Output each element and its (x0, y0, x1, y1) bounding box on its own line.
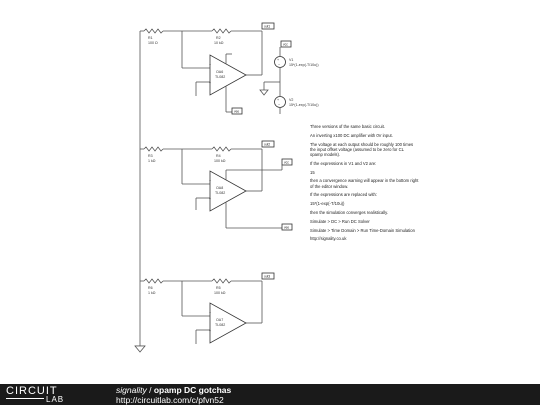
r1-value: 100 Ω (148, 41, 158, 45)
stage-1: R1 100 Ω R2 10 kΩ − + OA6 TL082 out1 vcc… (140, 22, 319, 115)
annotation-text-block: Three versions of the same basic circuit… (310, 124, 510, 245)
note-line: Three versions of the same basic circuit… (310, 124, 385, 129)
resistor-r4[interactable] (211, 146, 232, 152)
net-flag-vee-2[interactable] (281, 223, 293, 231)
resistor-r5[interactable] (211, 278, 232, 284)
r6-label: R6 (148, 286, 153, 290)
voltage-source-v2[interactable] (274, 96, 286, 108)
opamp-minus-sign: − (209, 179, 211, 183)
ground-symbol-supply (259, 82, 269, 96)
net-flag-out2[interactable] (261, 140, 275, 148)
opamp-plus-sign: + (209, 81, 211, 85)
opamp-oa6[interactable] (209, 54, 247, 96)
note-line: 15 (310, 169, 315, 175)
note-line: then the simulation converges realistica… (310, 209, 389, 215)
oa7-model: TL082 (215, 323, 225, 327)
circuit-url[interactable]: http://circuitlab.com/c/pfvn52 (116, 395, 224, 405)
note-line: If the expressions are replaced with: (310, 192, 378, 198)
net-flag-out1[interactable] (261, 22, 275, 30)
out2-label: out2 (264, 143, 270, 147)
author-link[interactable]: signality (116, 385, 147, 395)
footer-bar: CIRCUIT LAB signality / opamp DC gotchas… (0, 384, 540, 405)
vcc-label-2: vcc (284, 161, 289, 165)
resistor-r6[interactable] (143, 278, 164, 284)
opamp-plus-sign: + (209, 197, 211, 201)
r4-value: 100 kΩ (214, 159, 226, 163)
v2-minus: − (278, 103, 280, 107)
opamp-minus-sign: − (209, 311, 211, 315)
vcc-label-1: vcc (283, 43, 288, 47)
logo-top-text: CIRCUIT (6, 385, 58, 397)
voltage-source-v1[interactable] (274, 56, 286, 68)
note-line: Simulate > Time Domain > Run Time-Domain… (310, 227, 415, 233)
opamp-oa7[interactable] (209, 302, 247, 344)
oa7-label: OA7 (216, 318, 223, 322)
note-line: Simulate > DC > Run DC Solver (310, 218, 370, 224)
note-line: If the expressions in V1 and V2 are: (310, 160, 377, 166)
v2-label: V2 (289, 98, 293, 102)
note-line: 15*(1-exp(-T/10u)) (310, 201, 345, 207)
circuitlab-logo[interactable]: CIRCUIT LAB (6, 385, 104, 404)
note-link[interactable]: http://signality.co.uk (310, 236, 347, 242)
net-flag-vcc-2[interactable] (281, 158, 293, 166)
note-line: then a convergence warning will appear i… (310, 178, 419, 189)
note-line: The voltage at each output should be rou… (310, 141, 414, 157)
r2-label: R2 (216, 36, 221, 40)
stage-2: R3 1 kΩ R4 100 kΩ − + OA8 TL082 out2 vcc… (140, 140, 293, 231)
r5-value: 100 kΩ (214, 291, 226, 295)
v1-label: V1 (289, 58, 293, 62)
circuit-title-line: signality / opamp DC gotchas (116, 385, 231, 395)
r3-label: R3 (148, 154, 153, 158)
out3-label: out3 (264, 275, 270, 279)
logo-divider (6, 398, 44, 399)
r4-label: R4 (216, 154, 221, 158)
vee-label-2: vee (284, 226, 289, 230)
opamp-minus-sign: − (209, 63, 211, 67)
opamp-plus-sign: + (209, 329, 211, 333)
v1-expr: 15*(1-exp(-T/10u)) (289, 63, 319, 67)
vee-label-1: vee (234, 110, 239, 114)
oa8-label: OA8 (216, 186, 223, 190)
r6-value: 1 kΩ (148, 291, 156, 295)
ground-symbol (134, 345, 146, 353)
resistor-r3[interactable] (143, 146, 164, 152)
resistor-r2[interactable] (211, 28, 232, 34)
note-line: An inverting x100 DC amplifier with 0V i… (310, 132, 393, 138)
opamp-oa8[interactable] (209, 170, 247, 212)
oa8-model: TL082 (215, 191, 225, 195)
r3-value: 1 kΩ (148, 159, 156, 163)
r5-label: R5 (216, 286, 221, 290)
schematic-canvas: R1 100 Ω R2 10 kΩ − + OA6 TL082 out1 vcc… (134, 22, 319, 353)
net-flag-out3[interactable] (261, 272, 275, 280)
net-flag-vcc-1[interactable] (280, 40, 292, 48)
net-flag-vee-1[interactable] (231, 107, 243, 115)
v1-minus: − (278, 63, 280, 67)
r2-value: 10 kΩ (214, 41, 224, 45)
stage-3: R6 1 kΩ R5 100 kΩ − + OA7 TL082 out3 (140, 272, 275, 344)
v2-expr: 15*(1-exp(-T/10u)) (289, 103, 319, 107)
resistor-r1[interactable] (143, 28, 164, 34)
v2-plus: + (277, 98, 279, 102)
r1-label: R1 (148, 36, 153, 40)
oa6-model: TL082 (215, 75, 225, 79)
logo-bottom-text: LAB (46, 395, 65, 404)
title-separator: / (146, 385, 154, 395)
out1-label: out1 (264, 25, 270, 29)
v1-plus: + (277, 58, 279, 62)
circuit-title: opamp DC gotchas (153, 385, 232, 395)
oa6-label: OA6 (216, 70, 223, 74)
